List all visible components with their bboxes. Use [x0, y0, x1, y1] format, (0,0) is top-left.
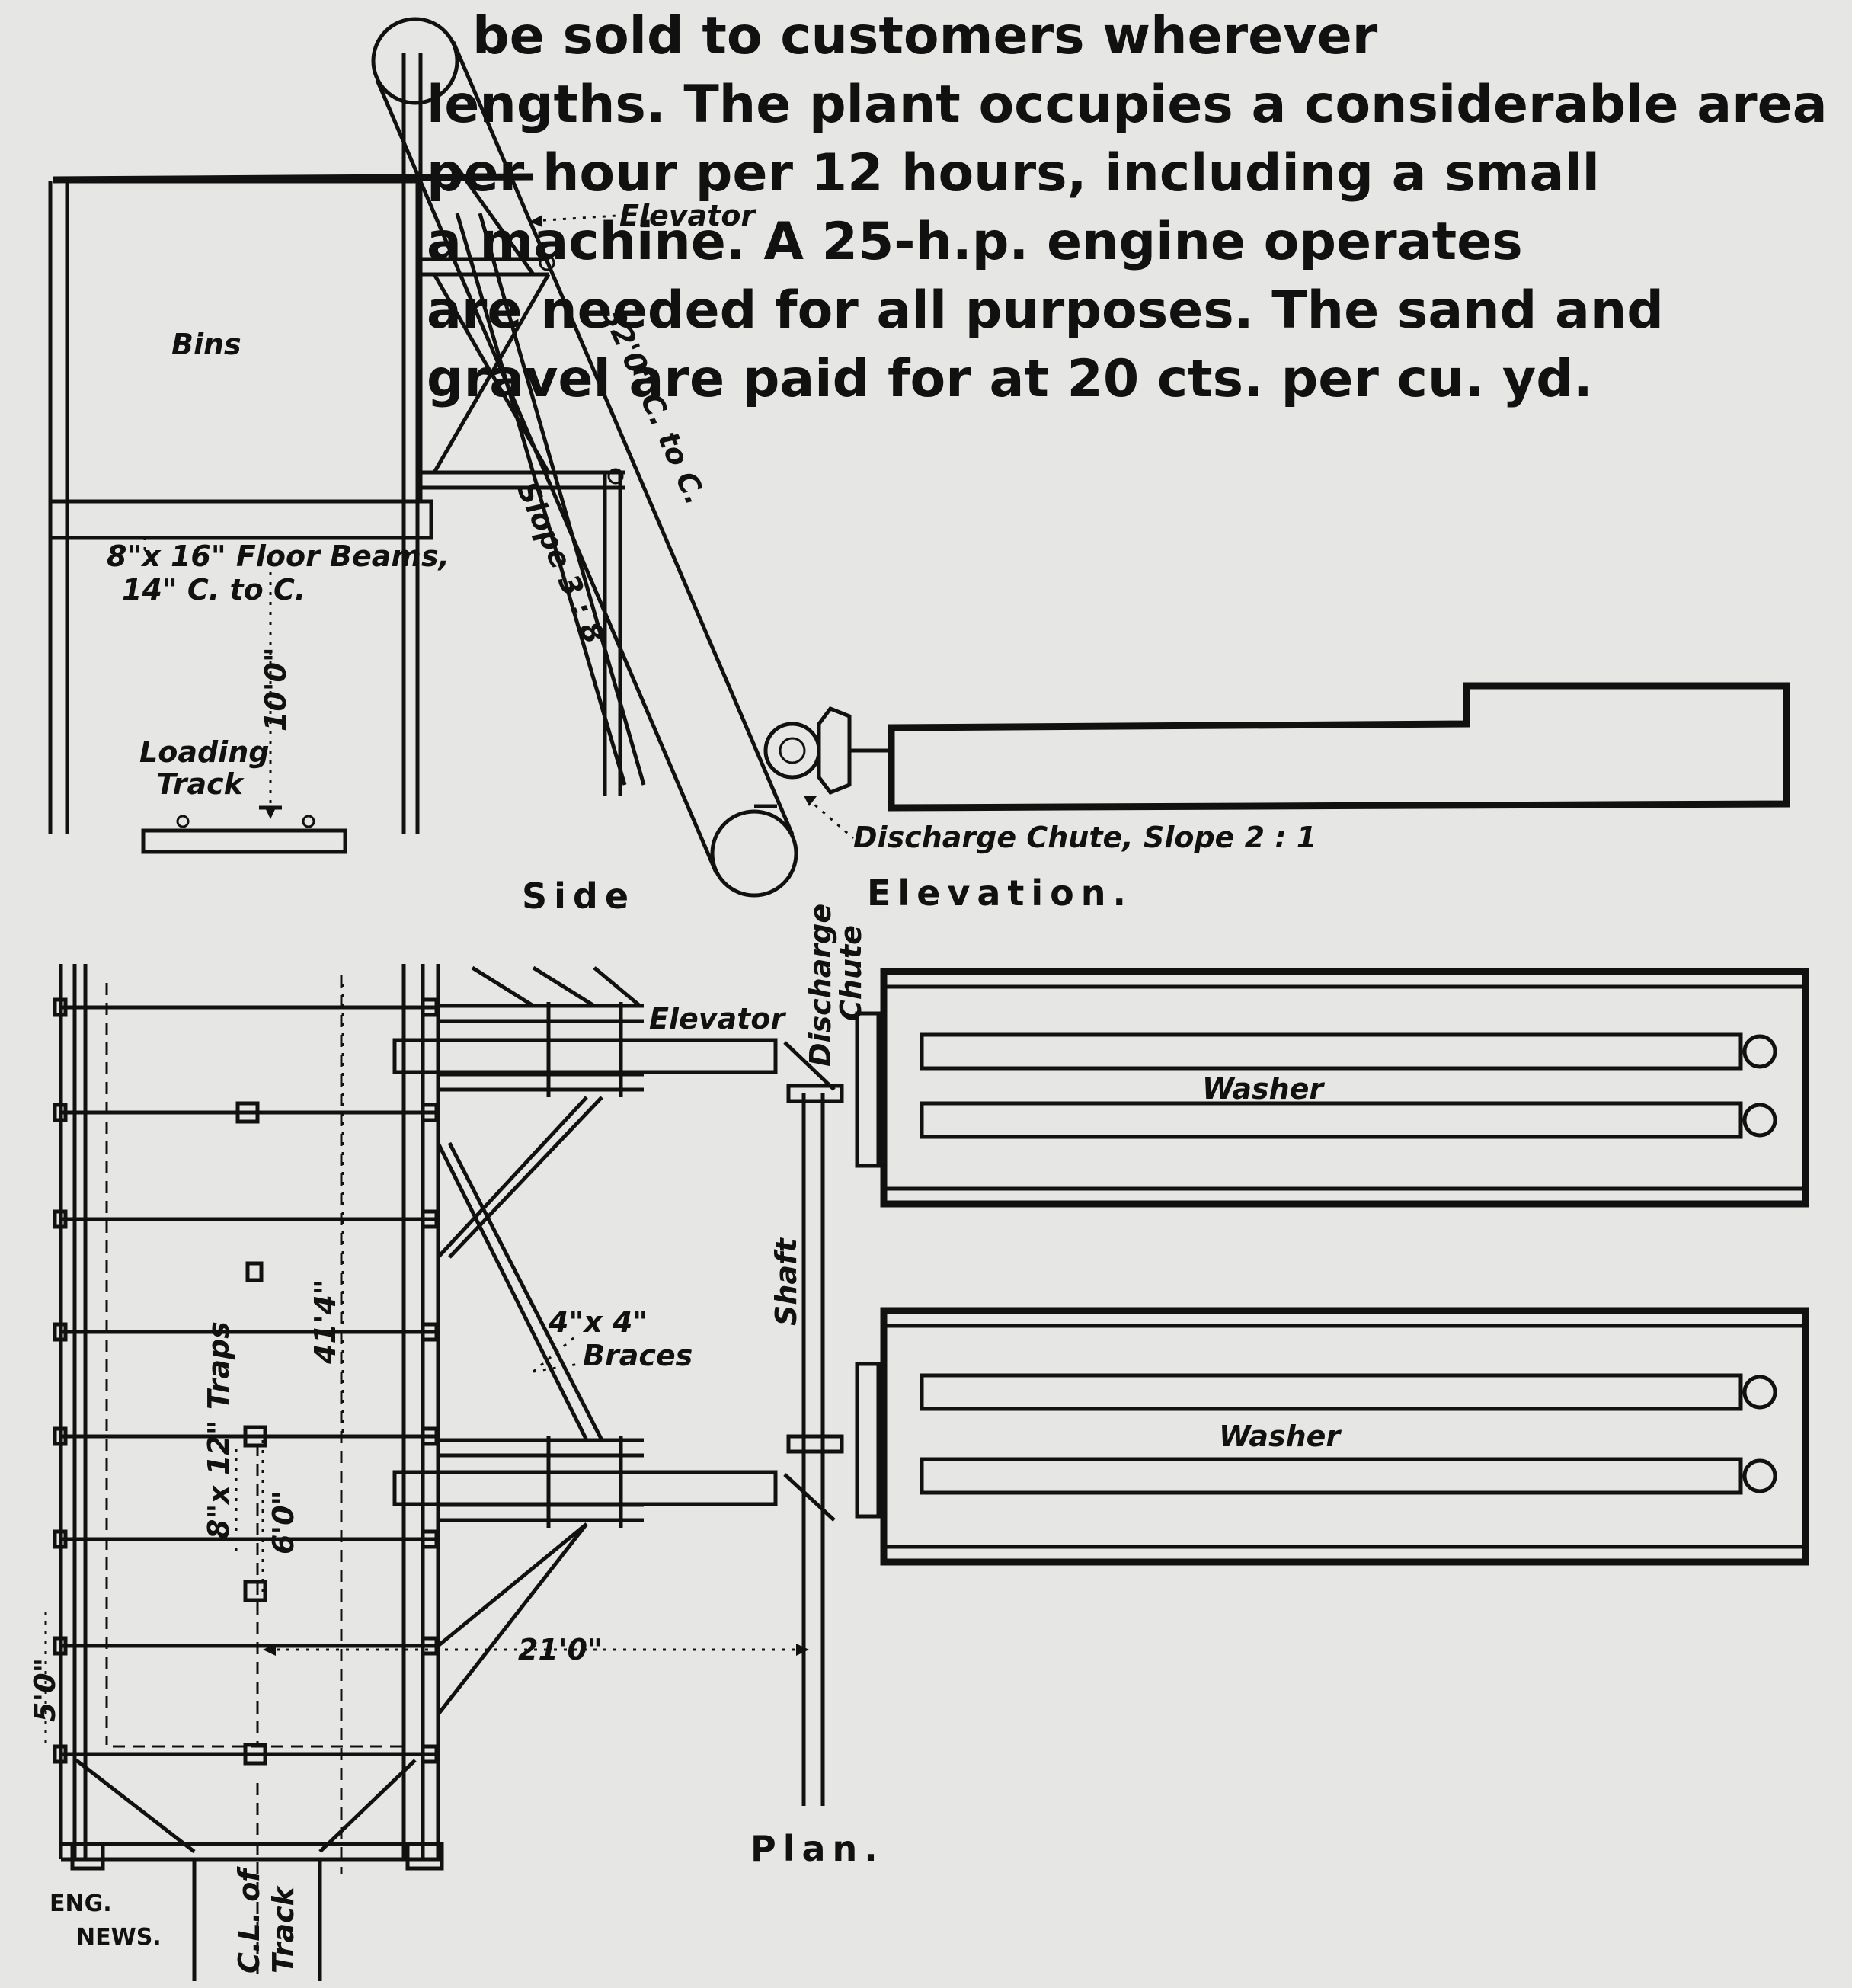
loading-track-label-2: Track: [156, 767, 245, 801]
bleed-line-2: lengths. The plant occupies a considerab…: [427, 75, 1828, 135]
bin-plan: [59, 964, 442, 1981]
bins-structure: [48, 53, 646, 834]
bleed-line-5: are needed for all purposes. The sand an…: [427, 280, 1664, 341]
background-bleed-text: be sold to customers wherever lengths. T…: [427, 6, 1828, 409]
bleed-line-1: be sold to customers wherever: [472, 6, 1378, 66]
cl-track-label-2: Track: [267, 1884, 300, 1974]
floor-beams-label-1: 8"x 16" Floor Beams,: [107, 539, 449, 573]
bleed-line-3: per hour per 12 hours, including a small: [427, 143, 1600, 203]
traps-label: 8"x 12" Traps: [202, 1321, 235, 1539]
washer-bottom-label: Washer: [1219, 1420, 1342, 1453]
discharge-chute-plan-label-2: Chute: [834, 925, 868, 1021]
traps: [235, 1101, 267, 1766]
loading-track: [141, 552, 347, 854]
bins-label: Bins: [171, 328, 241, 361]
title-side: Side: [522, 876, 635, 917]
floor-beams-plan: [53, 997, 444, 1871]
elevator-plan: [392, 1002, 778, 1528]
spacing-5-label: 5'0": [28, 1658, 62, 1722]
discharge-chute-plan-label-1: Discharge: [804, 904, 837, 1067]
title-plan: Plan.: [750, 1828, 884, 1869]
elevator-label: Elevator: [619, 199, 756, 232]
washer-bottom-plan: [855, 1307, 1809, 1566]
chute-leader: [807, 797, 854, 840]
washer-elevation: [763, 682, 1790, 812]
cl-track-label-1: C.L. of: [232, 1866, 266, 1974]
plan-view: Elevator Discharge Chute Washer Washer S…: [28, 904, 1809, 1981]
shaft-label: Shaft: [769, 1237, 803, 1326]
braces-label-1: 4"x 4": [548, 1305, 648, 1339]
spacing-6-label: 6'0": [267, 1490, 300, 1554]
discharge-chute-slope-label: Discharge Chute, Slope 2 : 1: [853, 821, 1316, 854]
credit-label-1: ENG.: [50, 1890, 112, 1917]
length-41-label: 41'4": [309, 1279, 342, 1365]
elevator: [371, 17, 798, 898]
washer-top-plan: [855, 968, 1809, 1208]
distance-21-label: 21'0": [518, 1633, 603, 1666]
credit-label-2: NEWS.: [76, 1924, 162, 1951]
washer-top-label: Washer: [1202, 1072, 1325, 1106]
braces: [436, 965, 641, 1716]
elevator-plan-label: Elevator: [649, 1002, 786, 1036]
bleed-line-6: gravel are paid for at 20 cts. per cu. y…: [427, 349, 1593, 409]
height-label: 10'0": [259, 647, 293, 731]
braces-label-2: Braces: [583, 1339, 693, 1372]
shaft: [786, 1084, 844, 1806]
elevator-slope-label: Slope 3 : 8: [510, 477, 612, 648]
elevator-leader: [533, 214, 618, 222]
loading-track-label-1: Loading: [139, 735, 269, 769]
floor-beams-label-2: 14" C. to C.: [122, 573, 305, 607]
bleed-line-4: a machine. A 25-h.p. engine operates: [427, 212, 1523, 272]
title-elevation: Elevation.: [867, 872, 1133, 914]
